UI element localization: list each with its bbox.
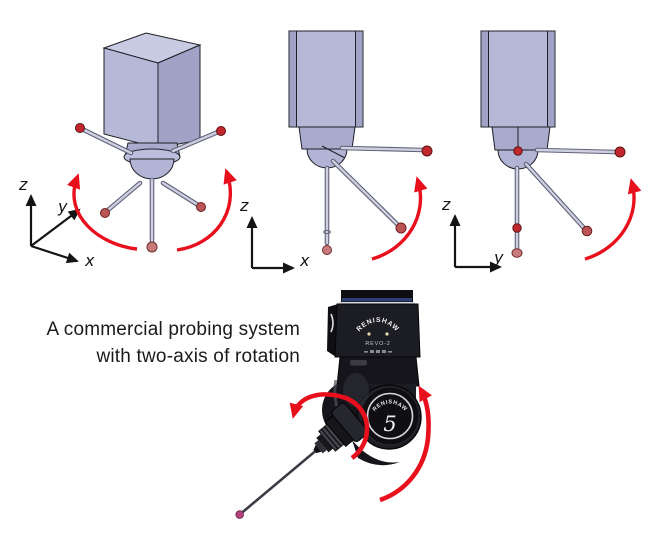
axis-label-z: z xyxy=(239,196,249,215)
rotation-arrow xyxy=(371,176,428,261)
axis-label-y: y xyxy=(493,248,504,267)
badge-mark: 5 xyxy=(383,412,396,436)
probe-top-cap xyxy=(339,290,415,304)
commercial-probe-photo: RENISHAW REVO-2 xyxy=(235,290,432,519)
stylus-ball-facing-viewer xyxy=(513,146,523,156)
probe-head-block: RENISHAW REVO-2 xyxy=(327,303,421,358)
axis-label-x: x xyxy=(299,251,310,270)
figure-caption: A commercial probing system with two-axi… xyxy=(22,316,300,370)
connector-marks xyxy=(364,350,392,353)
rotation-arrow-body-axis xyxy=(379,385,432,503)
probe-spindle xyxy=(235,402,368,519)
model-label: REVO-2 xyxy=(365,341,390,347)
stylus-ball xyxy=(614,146,626,158)
axis-label-x: x xyxy=(84,251,95,270)
stylus-ball xyxy=(196,202,206,212)
probe-front-y-view: z y xyxy=(441,30,642,273)
blue-stripe xyxy=(342,298,412,302)
stylus-ball xyxy=(322,245,332,255)
stylus-center xyxy=(511,165,523,258)
stylus-ball xyxy=(512,223,522,233)
stylus-lower-left xyxy=(100,180,143,218)
indicator-led xyxy=(367,332,371,336)
axis-label-y: y xyxy=(57,197,68,216)
stylus-ball xyxy=(75,123,85,133)
probe-front-x-view: z x xyxy=(239,30,433,274)
stylus-diagonal xyxy=(523,161,593,237)
rotation-arrow-right xyxy=(176,168,237,252)
stylus-lower-right xyxy=(160,180,206,212)
reflection-highlight xyxy=(330,313,334,333)
rotation-arrow-left xyxy=(66,173,138,251)
stylus-ball xyxy=(100,208,110,218)
axis-label-z: z xyxy=(441,195,451,214)
probe-body-box xyxy=(288,30,364,128)
stylus-center xyxy=(322,165,332,255)
axis-label-z: z xyxy=(18,175,28,194)
stylus-horizontal xyxy=(339,145,433,157)
rotation-arrow xyxy=(584,178,642,261)
stylus-horizontal xyxy=(534,146,626,158)
stylus-shaft xyxy=(240,450,316,515)
stylus-ball xyxy=(395,222,407,234)
stylus-ball xyxy=(216,126,226,136)
axes-iso: z y x xyxy=(18,175,95,270)
probe-body-box xyxy=(480,30,556,128)
stylus-ball xyxy=(581,225,593,237)
probe-head-mount xyxy=(123,142,181,180)
probe-iso-view: z y x xyxy=(18,32,237,270)
stylus-ball xyxy=(511,248,523,258)
indicator-led xyxy=(385,332,389,336)
stylus-diagonal xyxy=(330,158,407,234)
axes-front-x: z x xyxy=(239,196,310,274)
caption-line-2: with two-axis of rotation xyxy=(96,346,300,367)
axis-y xyxy=(30,208,81,247)
stylus-ball xyxy=(421,145,433,157)
ruby-tip xyxy=(235,510,244,519)
axis-x xyxy=(30,244,79,264)
stylus-ball xyxy=(146,241,158,253)
axes-front-y: z y xyxy=(441,195,504,273)
stylus-center xyxy=(146,177,158,253)
probe-body-box xyxy=(102,32,202,149)
probe-side-badge: RENISHAW 5 xyxy=(360,386,420,446)
stylus-upper-right xyxy=(170,126,226,154)
caption-line-1: A commercial probing system xyxy=(46,319,300,340)
stylus-upper-left xyxy=(75,123,134,156)
rotation-arrow-head-axis xyxy=(289,392,370,460)
